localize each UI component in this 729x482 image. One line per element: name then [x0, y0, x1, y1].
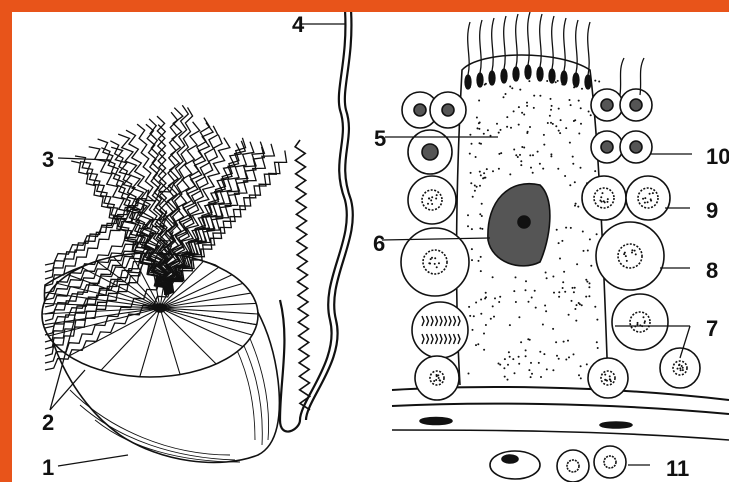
leader-1	[58, 455, 128, 466]
germ-cell	[588, 358, 628, 398]
germ-cell	[591, 89, 623, 121]
seminiferous-tubule	[392, 12, 729, 482]
germ-cell	[582, 176, 626, 220]
label-6: 6	[373, 233, 385, 255]
germ-cell	[408, 176, 456, 224]
myoid-cell-nucleus	[600, 422, 632, 428]
sertoli-nucleolus	[518, 216, 530, 228]
diagram-svg	[12, 12, 729, 482]
label-9: 9	[706, 200, 718, 222]
label-7: 7	[706, 318, 718, 340]
germ-cell	[620, 131, 652, 163]
spermatozoa	[465, 12, 644, 95]
germ-cell	[612, 294, 668, 350]
germ-cell	[596, 222, 664, 290]
basement-membrane-inner	[392, 404, 729, 414]
label-3: 3	[42, 149, 54, 171]
myoid-cell-nucleus	[420, 418, 452, 425]
testis-illustration	[42, 12, 353, 462]
label-4: 4	[292, 14, 304, 36]
germ-cell	[591, 131, 623, 163]
germ-cells	[401, 89, 700, 400]
label-8: 8	[706, 260, 718, 282]
germ-cell	[660, 348, 700, 388]
basement-membrane-lower	[392, 430, 729, 440]
germ-cell	[415, 356, 459, 400]
label-10: 10	[706, 146, 729, 168]
label-1: 1	[42, 457, 54, 479]
germ-cell	[626, 176, 670, 220]
label-11: 11	[666, 458, 689, 480]
label-2: 2	[42, 412, 54, 434]
germ-cell	[412, 302, 468, 358]
ductus-deferens	[280, 12, 347, 432]
germ-cell	[620, 89, 652, 121]
leader-3	[58, 158, 110, 160]
diagram-frame: 1 2 3 4 5 6 7 8 9 10 11	[12, 12, 729, 482]
label-5: 5	[374, 128, 386, 150]
germ-cell	[430, 92, 466, 128]
